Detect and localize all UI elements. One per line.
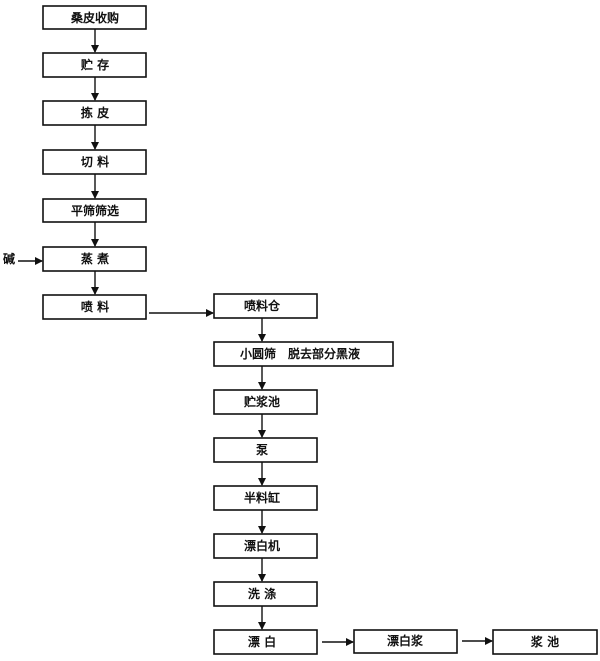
step-label: 蒸 煮 [81,251,109,266]
step-bleaching: 漂 白 [213,629,318,655]
step-pulp-tank: 浆 池 [492,629,598,655]
step-half-stuff-chest: 半料缸 [213,485,318,511]
step-flat-screening: 平筛筛选 [42,198,147,223]
step-label: 喷料仓 [244,298,281,313]
alkali-input-label: 碱 [3,251,15,266]
step-small-screen: 小圆筛 脱去部分黑液 [213,341,394,367]
step-mulberry-bark-purchase: 桑皮收购 [42,5,147,30]
step-label: 拣 皮 [81,105,109,120]
step-label: 小圆筛 脱去部分黑液 [240,346,360,361]
step-label: 漂 白 [248,634,276,649]
step-bleaching-machine: 漂白机 [213,533,318,559]
step-label: 喷 料 [81,299,109,314]
step-bark-sorting: 拣 皮 [42,100,147,126]
step-label: 切 料 [81,154,109,169]
step-label: 漂白浆 [387,633,424,648]
step-blow-tank: 喷料仓 [213,293,318,319]
step-label: 平筛筛选 [71,203,119,218]
step-bleached-pulp: 漂白浆 [353,629,458,654]
step-label: 泵 [256,443,268,457]
step-pump: 泵 [213,437,318,463]
step-cooking: 蒸 煮 [42,246,147,272]
step-cutting: 切 料 [42,149,147,175]
step-label: 贮浆池 [243,394,280,409]
step-storage: 贮 存 [42,52,147,78]
step-blowing: 喷 料 [42,294,147,320]
step-label: 半料缸 [244,490,280,505]
step-label: 浆 池 [530,634,559,649]
step-label: 洗 涤 [248,586,276,601]
step-washing: 洗 涤 [213,581,318,607]
step-label: 漂白机 [244,538,280,553]
step-label: 贮 存 [80,57,109,72]
step-label: 桑皮收购 [71,10,119,25]
step-pulp-storage: 贮浆池 [213,389,318,415]
